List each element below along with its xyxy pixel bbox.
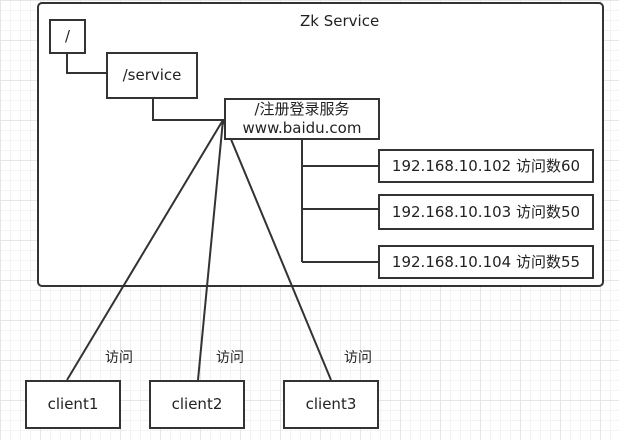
edge-client1-register bbox=[66, 119, 224, 381]
register-service-name: /注册登录服务 bbox=[254, 100, 350, 118]
root-node: / bbox=[49, 19, 86, 54]
edge-label-client2: 访问 bbox=[216, 350, 244, 366]
register-service-node: /注册登录服务 www.baidu.com bbox=[224, 98, 380, 140]
client-node: client1 bbox=[25, 380, 121, 429]
service-node: /service bbox=[106, 52, 198, 99]
client-node: client3 bbox=[283, 380, 379, 429]
zk-service-container bbox=[37, 2, 604, 287]
edge-label-client3: 访问 bbox=[344, 350, 372, 366]
server-node-label: 192.168.10.103 访问数50 bbox=[391, 202, 581, 221]
register-service-url: www.baidu.com bbox=[242, 119, 362, 137]
edge-client3-register bbox=[222, 119, 332, 381]
client-node-label: client2 bbox=[171, 395, 223, 413]
client-node: client2 bbox=[149, 380, 245, 429]
server-node-label: 192.168.10.104 访问数55 bbox=[391, 252, 581, 271]
service-node-label: /service bbox=[122, 66, 182, 84]
edge-service-register bbox=[152, 98, 225, 121]
client-node-label: client1 bbox=[47, 395, 99, 413]
zk-service-title: Zk Service bbox=[300, 12, 380, 30]
root-node-label: / bbox=[64, 27, 71, 45]
server-node: 192.168.10.102 访问数60 bbox=[378, 149, 594, 183]
server-node: 192.168.10.104 访问数55 bbox=[378, 245, 594, 279]
edge-label-client1: 访问 bbox=[105, 350, 133, 366]
edge-client2-register bbox=[197, 119, 224, 381]
client-node-label: client3 bbox=[305, 395, 357, 413]
server-node: 192.168.10.103 访问数50 bbox=[378, 194, 594, 230]
edge-root-service bbox=[66, 54, 107, 74]
server-node-label: 192.168.10.102 访问数60 bbox=[391, 156, 581, 175]
